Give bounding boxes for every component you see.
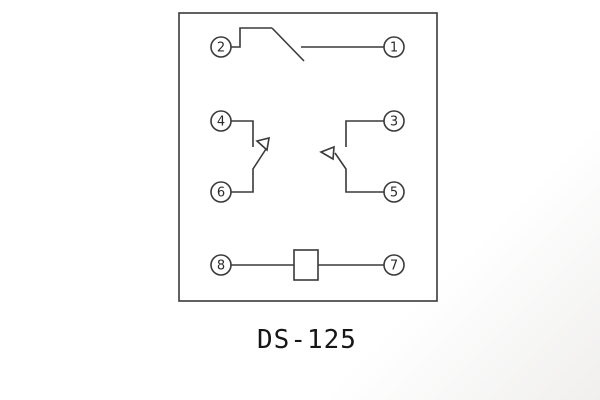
contact-2-1-blade [271,27,305,62]
terminal-8-label: 8 [217,259,225,274]
model-label: DS-125 [257,325,357,355]
schematic-lines [178,12,438,302]
terminal-2 [210,36,232,58]
terminal-6-label: 6 [217,186,225,201]
terminal-7 [383,254,405,276]
terminal-6 [210,181,232,203]
contact-4-6-fixed-lead [231,120,254,147]
terminal-1-label: 1 [390,41,398,56]
terminal-4-label: 4 [217,115,225,130]
terminal-3 [383,110,405,132]
terminal-2-label: 2 [217,41,225,56]
contact-3-5-fixed-lead [345,120,384,147]
contact-3-5-blade [334,152,384,193]
terminal-5-label: 5 [390,186,398,201]
terminal-8 [210,254,232,276]
coil-icon [293,249,319,281]
contact-4-6-blade [231,148,267,193]
contact-4-6-arrowhead-icon [255,136,270,152]
contact-3-5-arrowhead-icon [319,145,335,161]
terminal-4 [210,110,232,132]
terminal-1 [383,36,405,58]
case-outline [178,12,438,302]
terminal-7-label: 7 [390,259,398,274]
contact-2-1-fixed-lead [231,27,272,48]
terminal-5 [383,181,405,203]
terminal-3-label: 3 [390,115,398,130]
